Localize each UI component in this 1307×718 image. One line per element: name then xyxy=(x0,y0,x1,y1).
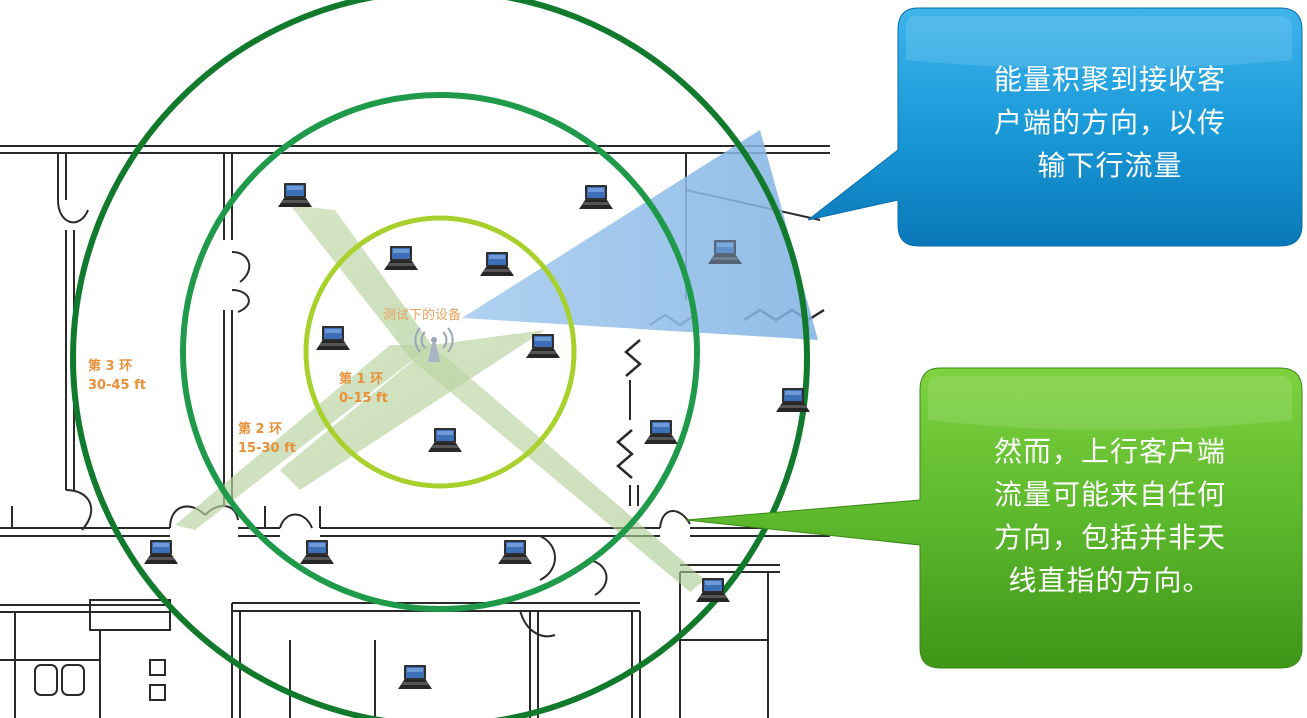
laptop-icon xyxy=(428,428,462,452)
downlink-callout-text: 能量积聚到接收客 户端的方向，以传 输下行流量 xyxy=(993,63,1226,182)
antenna-icon xyxy=(414,327,454,362)
downlink-callout xyxy=(807,7,1303,247)
device-under-test-label: 测试下的设备 xyxy=(383,308,462,323)
ring-3 xyxy=(70,0,810,718)
ring-3-label: 第 3 环 30-45 ft xyxy=(88,359,146,393)
downlink-beam xyxy=(462,130,818,340)
ring-1-label: 第 1 环 0-15 ft xyxy=(339,372,388,406)
laptop-icon xyxy=(579,185,613,209)
laptop-icon xyxy=(384,246,418,270)
laptop-icon xyxy=(498,540,532,564)
laptop-icon xyxy=(398,665,432,689)
ring-2-label: 第 2 环 15-30 ft xyxy=(238,422,296,456)
laptop-icon xyxy=(300,540,334,564)
laptop-icon xyxy=(278,183,312,207)
laptop-icon xyxy=(144,540,178,564)
laptop-icon xyxy=(480,252,514,276)
laptop-icon xyxy=(316,326,350,350)
uplink-callout-text: 然而，上行客户端 流量可能来自任何 方向，包括并非天 线直指的方向。 xyxy=(993,435,1226,597)
ring-1 xyxy=(303,215,577,489)
ring-2 xyxy=(180,92,700,612)
laptop-icon xyxy=(644,420,678,444)
uplink-callout xyxy=(685,367,1303,669)
floor-plan xyxy=(0,145,830,718)
